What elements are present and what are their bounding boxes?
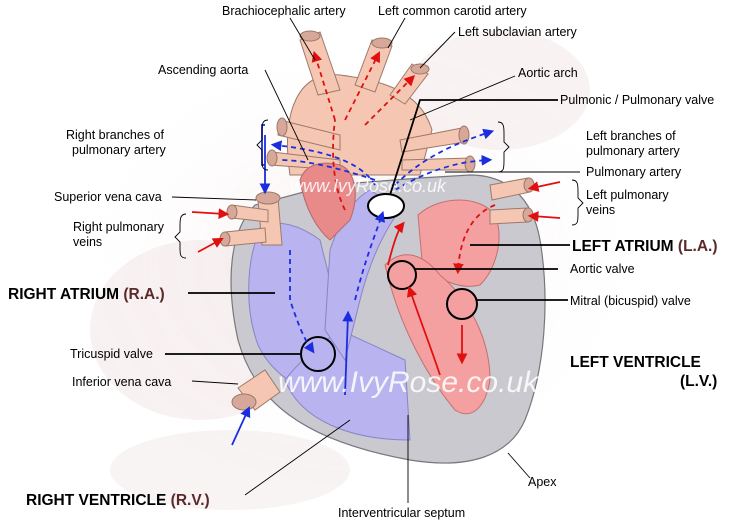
label-interventricular-septum: Interventricular septum	[338, 506, 465, 520]
label-mitral-valve: Mitral (bicuspid) valve	[570, 294, 691, 308]
label-superior-vena-cava: Superior vena cava	[54, 190, 162, 204]
label-inferior-vena-cava: Inferior vena cava	[72, 375, 171, 389]
label-right-atrium: RIGHT ATRIUM (R.A.)	[8, 286, 165, 303]
label-pulmonary-artery: Pulmonary artery	[586, 165, 682, 179]
oxygenated-flow-arrows	[191, 50, 561, 376]
label-left-branches-line2: pulmonary artery	[586, 144, 681, 158]
watermark-small: www.IvyRose.co.uk	[290, 176, 447, 196]
label-apex: Apex	[528, 475, 557, 489]
label-left-branches-line1: Left branches of	[586, 129, 676, 143]
label-pulmonic-valve: Pulmonic / Pulmonary valve	[560, 93, 714, 107]
label-left-atrium: LEFT ATRIUM (L.A.)	[572, 238, 718, 255]
label-right-pulmonary-veins-line2: veins	[73, 235, 102, 249]
label-left-ventricle-abbr: (L.V.)	[680, 373, 717, 390]
veins	[219, 177, 535, 411]
label-left-common-carotid-artery: Left common carotid artery	[378, 4, 527, 18]
label-ascending-aorta: Ascending aorta	[158, 63, 248, 77]
watermark-large: www.IvyRose.co.uk	[278, 366, 540, 399]
label-left-subclavian-artery: Left subclavian artery	[458, 25, 578, 39]
label-tricuspid-valve: Tricuspid valve	[70, 347, 153, 361]
label-brachiocephalic-artery: Brachiocephalic artery	[222, 4, 346, 18]
label-right-ventricle: RIGHT VENTRICLE (R.V.)	[26, 492, 210, 509]
label-left-ventricle: LEFT VENTRICLE	[570, 354, 701, 371]
labels: Brachiocephalic artery Left common carot…	[8, 4, 718, 520]
label-left-pulmonary-veins-line2: veins	[586, 203, 615, 217]
valves	[300, 193, 478, 372]
deoxygenated-flow-arrows	[231, 124, 495, 446]
leader-lines	[165, 17, 584, 503]
label-left-pulmonary-veins-line1: Left pulmonary	[586, 188, 669, 202]
label-right-branches-line1: Right branches of	[66, 128, 165, 142]
label-right-pulmonary-veins-line1: Right pulmonary	[73, 220, 165, 234]
label-aortic-arch: Aortic arch	[518, 66, 578, 80]
label-right-branches-line2: pulmonary artery	[72, 143, 167, 157]
label-aortic-valve: Aortic valve	[570, 262, 635, 276]
